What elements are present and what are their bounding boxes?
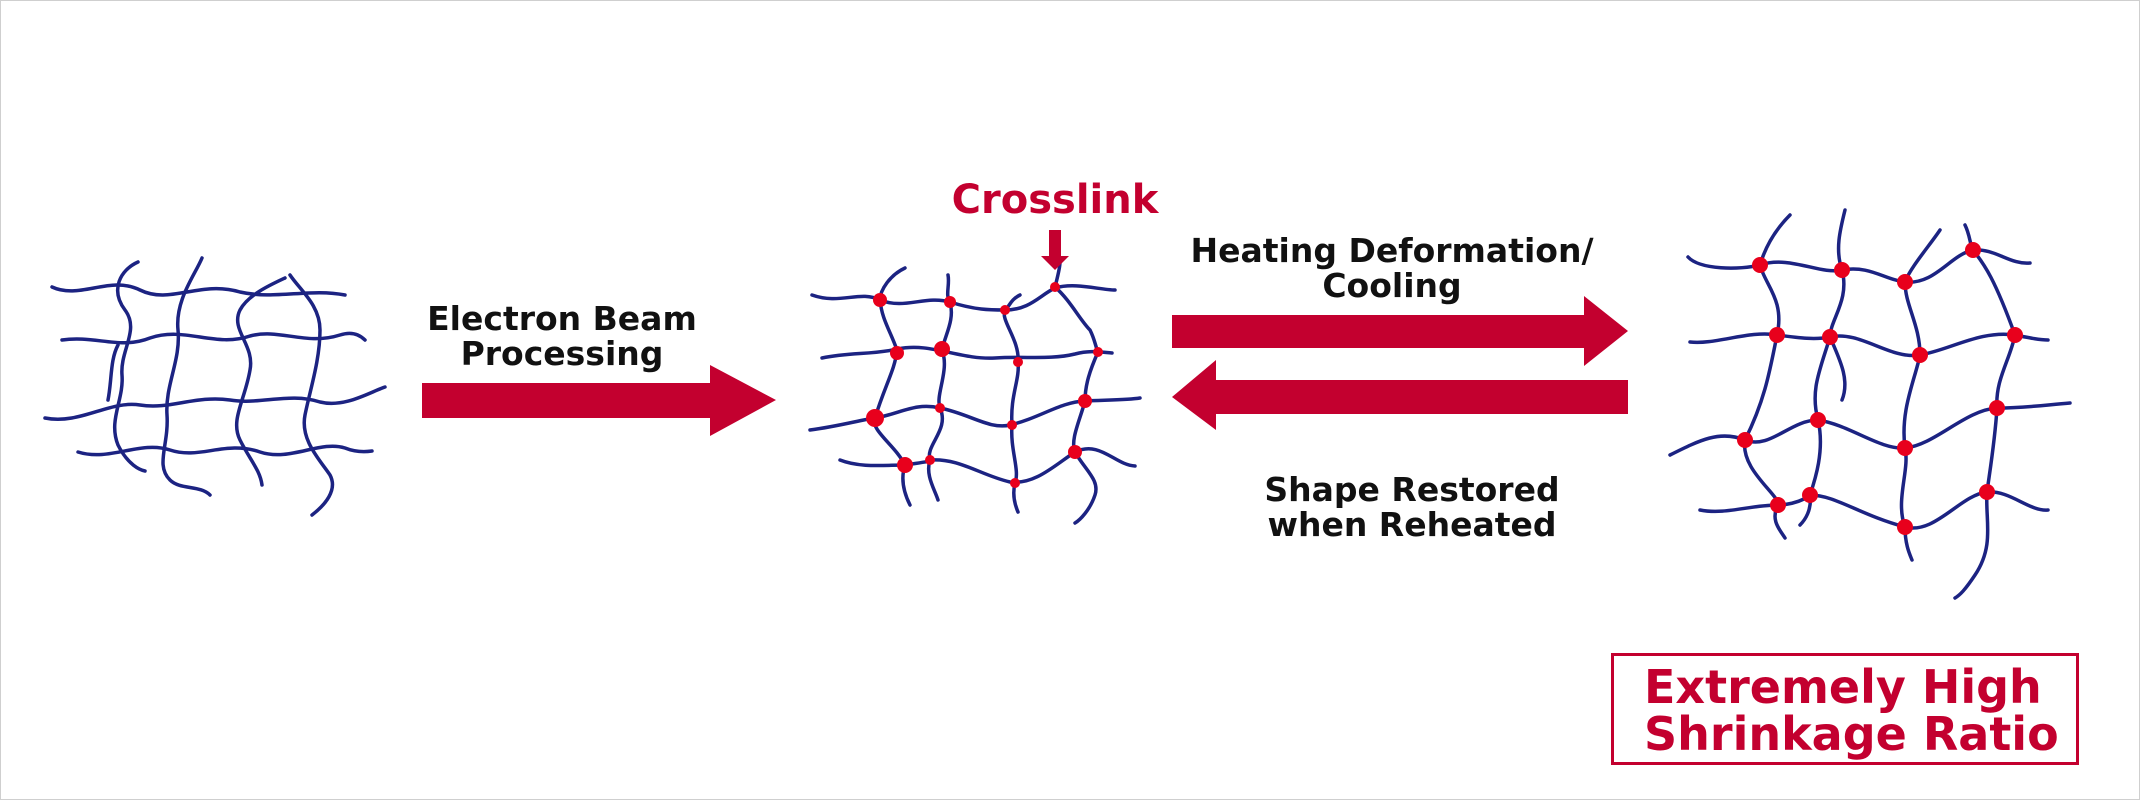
shape-restored-label: Shape Restored when Reheated bbox=[1264, 470, 1560, 544]
arrow-left-icon bbox=[1172, 360, 1628, 430]
arrow-right-icon bbox=[1172, 296, 1628, 366]
electron-beam-label: Electron Beam Processing bbox=[427, 299, 697, 373]
arrow-right-icon bbox=[422, 365, 776, 436]
crosslinked-network-icon bbox=[808, 260, 1142, 525]
expanded-network-icon bbox=[1668, 208, 2072, 600]
result-box: Extremely High Shrinkage Ratio bbox=[1611, 653, 2079, 765]
shrinkage-ratio-label: Extremely High Shrinkage Ratio bbox=[1644, 660, 2059, 761]
crosslink-label: Crosslink bbox=[951, 177, 1159, 223]
arrow-down-icon bbox=[1041, 230, 1069, 270]
polymer-network-icon bbox=[43, 256, 387, 517]
heating-deformation-label: Heating Deformation/ Cooling bbox=[1190, 231, 1594, 305]
